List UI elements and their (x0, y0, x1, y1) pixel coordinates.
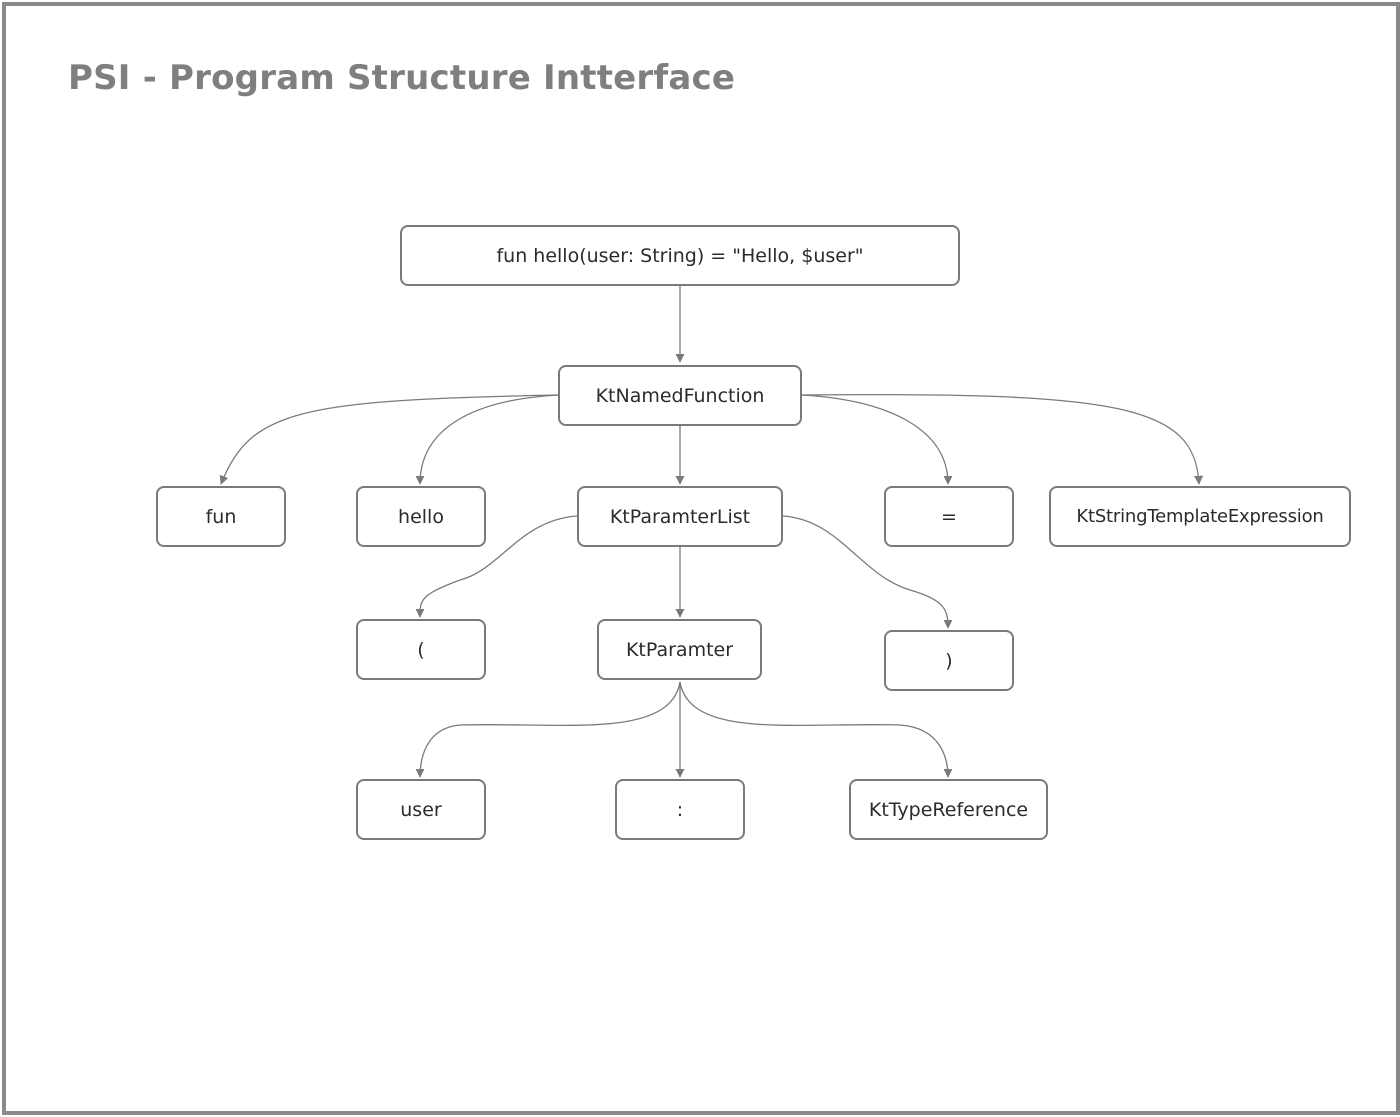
node-fun: fun (156, 486, 286, 547)
edge-named-function-to-equals (801, 394, 953, 485)
page-title: PSI - Program Structure Intterface (68, 58, 736, 98)
edge-named-function-to-fun (219, 394, 559, 485)
edge-named-function-to-hello (415, 394, 559, 485)
edge-parameter-to-user (415, 681, 681, 778)
edge-parameter-to-type-reference (679, 681, 953, 778)
node-kt-named-function: KtNamedFunction (558, 365, 802, 426)
node-hello: hello (356, 486, 486, 547)
edge-parameter-list-to-lparen (415, 515, 578, 618)
node-equals: = (884, 486, 1014, 547)
node-kt-parameter: KtParamter (597, 619, 762, 680)
edge-parameter-list-to-rparen (782, 515, 953, 629)
node-kt-string-template-expression: KtStringTemplateExpression (1049, 486, 1351, 547)
node-colon: : (615, 779, 745, 840)
node-user: user (356, 779, 486, 840)
node-kt-parameter-list: KtParamterList (577, 486, 783, 547)
node-right-paren: ) (884, 630, 1014, 691)
node-source-code: fun hello(user: String) = "Hello, $user" (400, 225, 960, 286)
node-left-paren: ( (356, 619, 486, 680)
node-kt-type-reference: KtTypeReference (849, 779, 1048, 840)
edge-named-function-to-string-template (801, 393, 1204, 485)
